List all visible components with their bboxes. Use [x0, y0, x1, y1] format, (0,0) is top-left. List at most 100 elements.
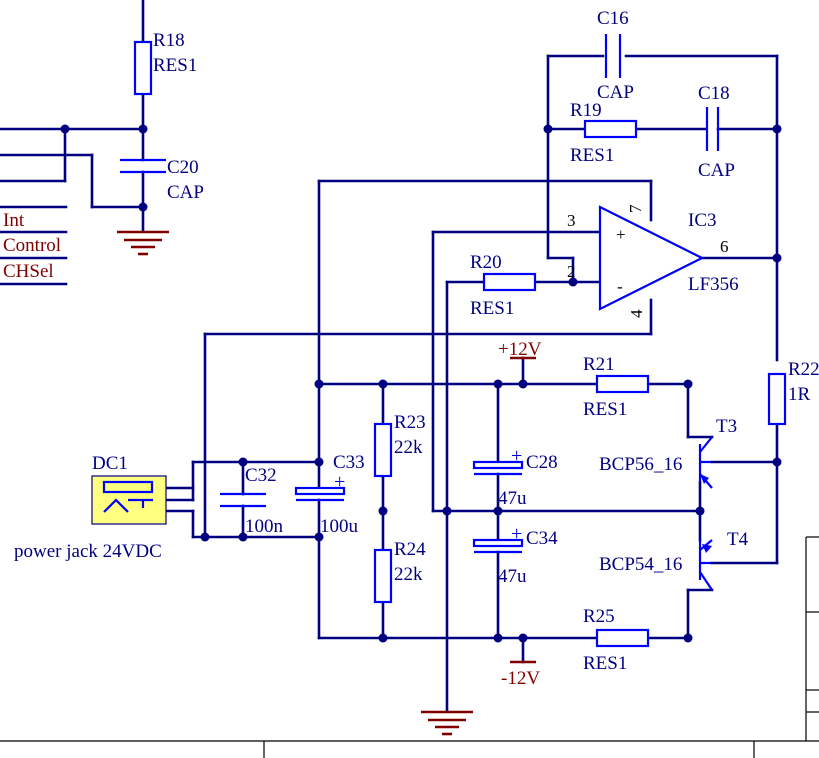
- r22-value: 1R: [788, 384, 811, 405]
- transistor-lead: [699, 436, 713, 453]
- resistor-r19[interactable]: R19 RES1: [570, 100, 638, 166]
- resistor-body: [767, 372, 787, 426]
- t4-ref: T4: [727, 529, 749, 550]
- t3-value: BCP56_16: [599, 454, 682, 475]
- capacitor-c18[interactable]: C18 CAP: [698, 83, 735, 181]
- resistor-r24[interactable]: R24 22k: [373, 539, 426, 604]
- net-label-int: Int: [3, 210, 25, 231]
- junction-dot: [543, 124, 553, 134]
- junction-dot: [683, 633, 693, 643]
- power-minus12v: -12V: [501, 660, 540, 689]
- resistor-r22[interactable]: R22 1R: [767, 359, 819, 426]
- c32-ref: C32: [245, 465, 277, 486]
- capacitor-c34[interactable]: + C34 47u: [472, 523, 558, 587]
- c34-value: 47u: [498, 566, 527, 587]
- c18-value: CAP: [698, 160, 735, 181]
- junctions: [60, 124, 782, 643]
- capacitor-c33[interactable]: + C33 100u: [294, 452, 365, 537]
- cap-plus-mark: +: [511, 523, 522, 545]
- opamp-triangle: [598, 205, 705, 311]
- vneg-label: -12V: [501, 668, 540, 689]
- resistor-r21[interactable]: R21 RES1: [583, 354, 650, 420]
- r19-ref: R19: [570, 100, 602, 121]
- pin-2-label: 2: [567, 262, 576, 281]
- r24-ref: R24: [394, 539, 426, 560]
- wires: [0, 0, 779, 712]
- junction-dot: [772, 253, 782, 263]
- transistor-t3[interactable]: T3 BCP56_16: [599, 416, 737, 489]
- pin-3-label: 3: [567, 211, 576, 230]
- power-plus12v: +12V: [498, 339, 542, 360]
- junction-dot: [238, 457, 248, 467]
- r21-ref: R21: [583, 354, 615, 375]
- c28-ref: C28: [526, 452, 558, 473]
- connector-dc1[interactable]: DC1 power jack 24VDC: [14, 453, 167, 562]
- c16-ref: C16: [597, 8, 629, 29]
- ground-symbol: [421, 710, 473, 736]
- c33-value: 100u: [320, 516, 359, 537]
- c28-value: 47u: [498, 488, 527, 509]
- resistor-r25[interactable]: R25 RES1: [583, 606, 650, 674]
- c16-value: CAP: [597, 82, 634, 103]
- net-labels: Int Control CHSel: [3, 210, 61, 282]
- junction-dot: [772, 457, 782, 467]
- junction-dot: [442, 506, 452, 516]
- junction-dot: [138, 124, 148, 134]
- capacitor-c16[interactable]: C16 CAP: [597, 8, 634, 103]
- opamp-plus-sign: +: [616, 225, 626, 244]
- resistor-body: [595, 374, 650, 394]
- c20-value: CAP: [167, 182, 204, 203]
- c33-ref: C33: [333, 452, 365, 473]
- t4-value: BCP54_16: [599, 554, 682, 575]
- dc1-value: power jack 24VDC: [14, 541, 162, 562]
- resistor-body: [373, 422, 393, 478]
- resistor-body: [583, 119, 638, 139]
- vpos-label: +12V: [498, 339, 542, 360]
- r18-ref: R18: [153, 30, 185, 51]
- resistor-r18[interactable]: R18 RES1: [133, 30, 197, 96]
- pin-4-label: 4: [627, 309, 646, 318]
- t3-ref: T3: [716, 416, 737, 437]
- resistor-body: [482, 272, 537, 292]
- r19-value: RES1: [570, 145, 614, 166]
- transistor-arrow: [700, 474, 709, 484]
- resistor-r23[interactable]: R23 22k: [373, 412, 426, 478]
- capacitor-c28[interactable]: + C28 47u: [472, 445, 558, 509]
- ground-symbol: [117, 230, 169, 256]
- junction-dot: [568, 277, 578, 287]
- transistor-lead: [699, 571, 713, 591]
- junction-dot: [493, 506, 503, 516]
- c20-ref: C20: [167, 157, 199, 178]
- c32-value: 100n: [245, 516, 284, 537]
- pin-6-label: 6: [720, 237, 729, 256]
- junction-dot: [314, 457, 324, 467]
- opamp-ic3[interactable]: + - 3 2 6 7 4 IC3 LF356: [567, 204, 739, 318]
- junction-dot: [772, 124, 782, 134]
- junction-dot: [493, 379, 503, 389]
- resistor-body: [595, 628, 650, 648]
- junction-dot: [683, 379, 693, 389]
- capacitor-c32[interactable]: C32 100n: [220, 465, 284, 537]
- r24-value: 22k: [394, 564, 423, 585]
- transistor-t4[interactable]: T4 BCP54_16: [599, 529, 749, 591]
- junction-dot: [378, 633, 388, 643]
- junction-dot: [314, 532, 324, 542]
- r23-ref: R23: [394, 412, 426, 433]
- junction-dot: [138, 202, 148, 212]
- resistor-body: [373, 548, 393, 604]
- junction-dot: [493, 633, 503, 643]
- junction-dot: [60, 124, 70, 134]
- cap-plus-mark: +: [511, 445, 522, 467]
- cap-plate-positive: [472, 460, 524, 470]
- pin-7-label: 7: [626, 204, 645, 213]
- capacitor-c20[interactable]: C20 CAP: [120, 157, 204, 203]
- jack-pin: [102, 480, 154, 494]
- net-label-chsel: CHSel: [3, 261, 54, 282]
- cap-plate-positive: [472, 538, 524, 548]
- sheet-border: [0, 536, 819, 758]
- r25-value: RES1: [583, 653, 627, 674]
- junction-dot: [238, 532, 248, 542]
- resistor-r20[interactable]: R20 RES1: [470, 252, 537, 319]
- r20-ref: R20: [470, 252, 502, 273]
